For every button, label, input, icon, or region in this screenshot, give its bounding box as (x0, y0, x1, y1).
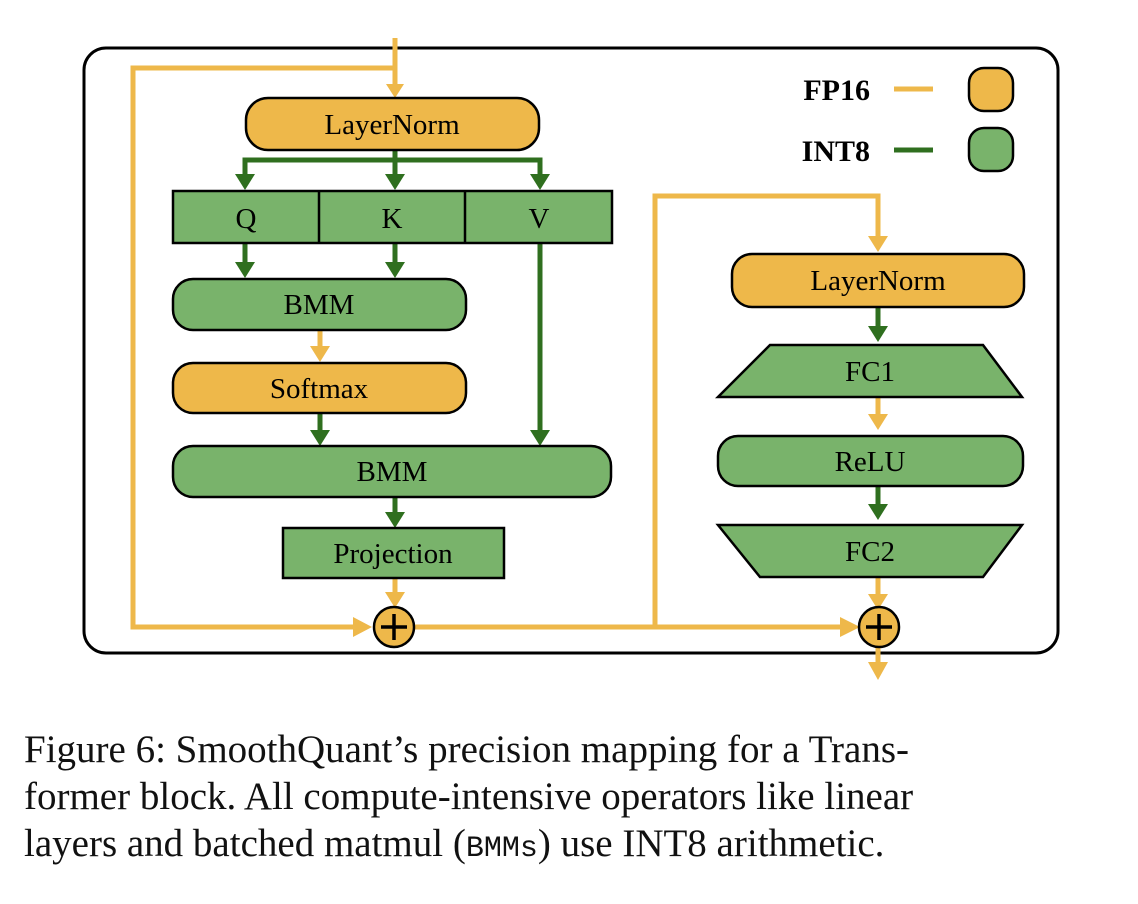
legend-int8-label: INT8 (802, 135, 870, 168)
caption-line-3-b: ) use INT8 arithmetic. (537, 822, 885, 865)
projection-label: Projection (333, 538, 453, 570)
layernorm-ffn: LayerNorm (730, 252, 1026, 309)
caption-line-3: layers and batched matmul (BMMs) use INT… (24, 820, 1124, 873)
bmm-2-label: BMM (357, 456, 428, 488)
v-label: V (529, 203, 550, 235)
k-label: K (382, 203, 403, 235)
connectors (130, 38, 888, 680)
softmax: Softmax (171, 361, 468, 415)
caption-line-3-a: layers and batched matmul ( (24, 822, 466, 865)
legend-fp16-swatch (967, 66, 1015, 113)
projection: Projection (281, 526, 506, 580)
residual-1-line (130, 65, 395, 630)
relu-label: ReLU (835, 446, 906, 478)
block-frame (82, 46, 1060, 655)
legend-int8-swatch (967, 126, 1015, 173)
figure-caption: Figure 6: SmoothQuant’s precision mappin… (24, 726, 1124, 873)
add-node-2 (857, 605, 901, 649)
fc1-label: FC1 (845, 356, 895, 388)
layernorm-ffn-label: LayerNorm (810, 265, 946, 297)
legend-fp16-label: FP16 (803, 74, 870, 107)
legend: FP16 INT8 (802, 66, 1015, 173)
transformer-block-diagram: LayerNorm Q K V BMM Softmax BMM Projecti… (82, 38, 1060, 680)
fc2-label: FC2 (845, 536, 895, 568)
fc1: FC1 (714, 343, 1025, 399)
layernorm-attn: LayerNorm (244, 96, 541, 152)
softmax-label: Softmax (270, 373, 369, 405)
q-label: Q (236, 203, 257, 235)
qkv-block: Q K V (171, 189, 614, 245)
caption-line-1: Figure 6: SmoothQuant’s precision mappin… (24, 728, 910, 771)
add-node-1 (372, 605, 416, 649)
bmm-2: BMM (171, 444, 613, 499)
caption-bmms-code: BMMs (465, 832, 538, 866)
fc2: FC2 (715, 523, 1025, 579)
layernorm-attn-label: LayerNorm (324, 109, 460, 141)
bmm-1: BMM (171, 277, 468, 332)
relu: ReLU (716, 434, 1025, 488)
bmm-1-label: BMM (284, 289, 355, 321)
caption-line-2: former block. All compute-intensive oper… (24, 775, 914, 818)
